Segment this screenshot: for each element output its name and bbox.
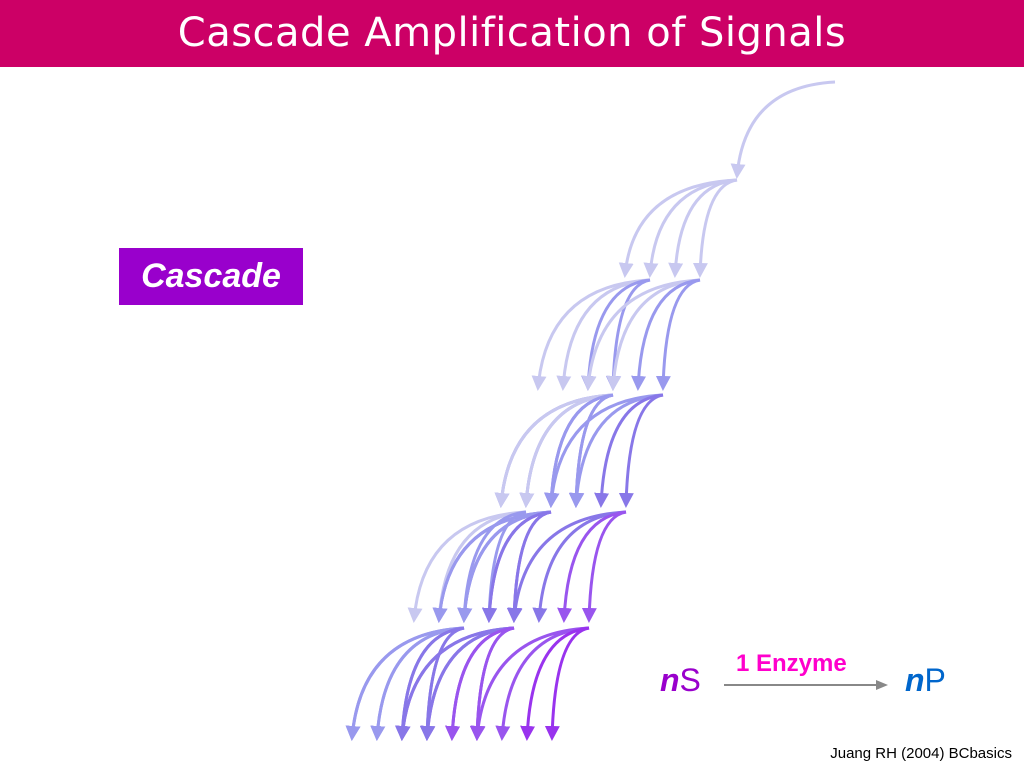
cascade-arrow-l3 bbox=[618, 393, 664, 508]
cascade-arrow-l3 bbox=[494, 393, 614, 508]
cascade-arrow-l4 bbox=[581, 510, 627, 623]
cascade-arrow-l5 bbox=[469, 626, 515, 741]
cascade-arrow-l5 bbox=[420, 626, 515, 741]
cascade-arrow-l3 bbox=[569, 393, 664, 508]
cascade-arrow-l3 bbox=[494, 393, 614, 508]
initial-arrow bbox=[730, 80, 836, 179]
cascade-arrow-l1 bbox=[668, 178, 738, 278]
cascade-arrow-l5 bbox=[420, 626, 515, 741]
cascade-arrow-l4 bbox=[481, 510, 527, 623]
product-coefficient: n bbox=[905, 662, 925, 698]
cascade-arrows bbox=[345, 80, 836, 741]
cascade-arrow-l4 bbox=[532, 510, 627, 623]
slide-title: Cascade Amplification of Signals bbox=[177, 10, 847, 56]
cascade-arrow-l3 bbox=[519, 393, 614, 508]
cascade-arrow-l4 bbox=[407, 510, 527, 623]
product-symbol: P bbox=[924, 662, 946, 698]
substrate-symbol: S bbox=[679, 662, 701, 698]
product-formula: nP bbox=[905, 662, 946, 699]
enzyme-label: 1 Enzyme bbox=[736, 650, 847, 677]
substrate-formula: nS bbox=[660, 662, 701, 699]
cascade-arrow-l5 bbox=[520, 626, 590, 741]
cascade-arrow-l2 bbox=[606, 278, 701, 391]
cascade-arrow-l5 bbox=[370, 626, 465, 741]
cascade-arrow-l4 bbox=[482, 510, 552, 623]
cascade-arrow-l2 bbox=[631, 278, 701, 391]
cascade-arrow-l5 bbox=[445, 626, 515, 741]
credit-text: Juang RH (2004) BCbasics bbox=[830, 745, 1012, 762]
title-bar bbox=[0, 0, 1024, 67]
cascade-arrow-l3 bbox=[594, 393, 664, 508]
cascade-arrow-l4 bbox=[557, 510, 627, 623]
cascade-arrow-l5 bbox=[544, 626, 590, 741]
cascade-arrow-l4 bbox=[506, 510, 552, 623]
cascade-arrow-l1 bbox=[643, 178, 738, 278]
cascade-label: Cascade bbox=[119, 248, 303, 305]
cascade-arrow-l1 bbox=[692, 178, 738, 278]
cascade-arrow-l4 bbox=[457, 510, 552, 623]
cascade-arrow-l5 bbox=[345, 626, 465, 741]
cascade-arrow-l5 bbox=[345, 626, 465, 741]
substrate-coefficient: n bbox=[660, 662, 680, 698]
cascade-arrow-l2 bbox=[655, 278, 701, 391]
cascade-arrow-l5 bbox=[495, 626, 590, 741]
cascade-arrow-l1 bbox=[618, 178, 738, 278]
cascade-arrow-l2 bbox=[531, 278, 651, 391]
cascade-arrow-l2 bbox=[556, 278, 651, 391]
reaction-arrow bbox=[724, 680, 888, 690]
